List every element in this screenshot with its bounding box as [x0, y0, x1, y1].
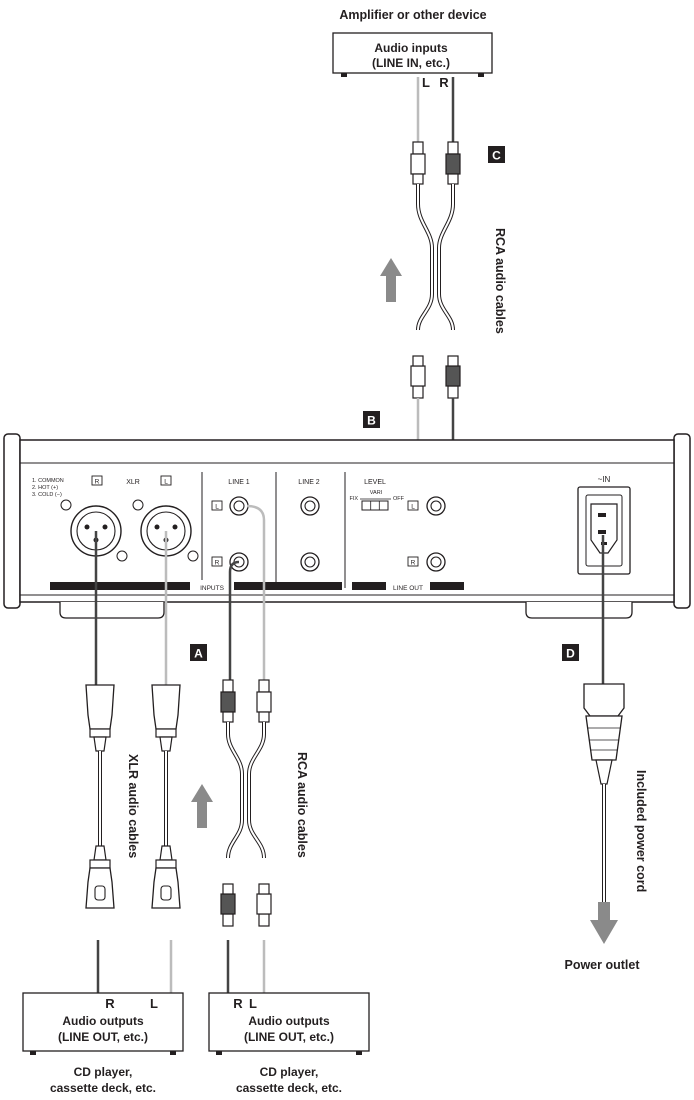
level-fix-label: FIX: [349, 496, 358, 502]
lineout-r-badge: R: [407, 556, 419, 567]
amplifier-box: [332, 32, 493, 77]
xlr-section-title: XLR: [126, 479, 140, 486]
pin-legend-3: 3. COLD (−): [32, 492, 62, 498]
power-cord: [583, 535, 625, 944]
xlr-l-badge: L: [160, 475, 172, 486]
marker-b: B: [363, 411, 380, 428]
line1-l-badge: L: [211, 500, 223, 511]
source-right-caption2: cassette deck, etc.: [236, 1081, 342, 1095]
amplifier-channel-r: R: [439, 75, 449, 90]
line2-jack-l: [300, 496, 320, 516]
source-left-line1: Audio outputs: [62, 1014, 144, 1028]
source-right-channel-l: L: [249, 996, 257, 1011]
marker-b-letter: B: [367, 414, 376, 428]
lineout-jack-r: [426, 552, 446, 572]
power-cord-label: Included power cord: [634, 770, 648, 892]
svg-text:R: R: [95, 479, 100, 486]
line2-jack-r: [300, 552, 320, 572]
source-right-line2: (LINE OUT, etc.): [244, 1030, 334, 1044]
marker-c-letter: C: [492, 149, 501, 163]
marker-d: D: [562, 644, 579, 661]
amplifier-box-line2: (LINE IN, etc.): [372, 56, 450, 70]
xlr-label: XLR audio cables: [126, 754, 140, 858]
source-right-line1: Audio outputs: [248, 1014, 330, 1028]
level-vari-label: VARI: [370, 490, 383, 496]
svg-text:L: L: [411, 504, 415, 511]
pin-legend-2: 2. HOT (+): [32, 485, 58, 491]
svg-text:L: L: [164, 479, 168, 486]
power-outlet-label: Power outlet: [564, 958, 640, 972]
direction-arrow-up-bottom: [191, 784, 213, 828]
rca-cable-bottom: [220, 504, 272, 1010]
lineout-l-badge: L: [407, 500, 419, 511]
rca-top-label: RCA audio cables: [493, 228, 507, 334]
line2-label: LINE 2: [298, 479, 320, 486]
line1-r-badge: R: [211, 556, 223, 567]
svg-text:R: R: [411, 560, 416, 567]
source-left-caption1: CD player,: [74, 1065, 133, 1079]
marker-d-letter: D: [566, 647, 575, 661]
rca-bottom-label: RCA audio cables: [295, 752, 309, 858]
xlr-r-badge: R: [91, 475, 103, 486]
svg-text:R: R: [215, 560, 220, 567]
line1-jack-l: [229, 496, 249, 516]
pin-legend-1: 1. COMMON: [32, 478, 64, 484]
source-left-line2: (LINE OUT, etc.): [58, 1030, 148, 1044]
source-device-left: [22, 992, 184, 1055]
marker-a-letter: A: [194, 647, 203, 661]
direction-arrow-up-top: [380, 258, 402, 302]
ac-in-label: ~IN: [598, 475, 611, 484]
svg-text:L: L: [215, 504, 219, 511]
level-switch: [360, 498, 391, 511]
source-device-right: [208, 992, 370, 1055]
line-out-band-label: LINE OUT: [393, 585, 423, 592]
rear-panel: [3, 433, 691, 619]
amplifier-channel-l: L: [422, 75, 430, 90]
source-right-caption1: CD player,: [260, 1065, 319, 1079]
lineout-jack-l: [426, 496, 446, 516]
level-off-label: OFF: [393, 496, 405, 502]
level-label: LEVEL: [364, 479, 386, 486]
marker-c: C: [488, 146, 505, 163]
amplifier-caption: Amplifier or other device: [339, 8, 486, 22]
line1-label: LINE 1: [228, 479, 250, 486]
source-right-channel-r: R: [233, 996, 243, 1011]
ac-inlet: [577, 486, 631, 575]
source-left-channel-r: R: [105, 996, 115, 1011]
marker-a: A: [190, 644, 207, 661]
amplifier-box-line1: Audio inputs: [374, 41, 448, 55]
inputs-band-label: INPUTS: [200, 585, 225, 592]
source-left-channel-l: L: [150, 996, 158, 1011]
source-left-caption2: cassette deck, etc.: [50, 1081, 156, 1095]
